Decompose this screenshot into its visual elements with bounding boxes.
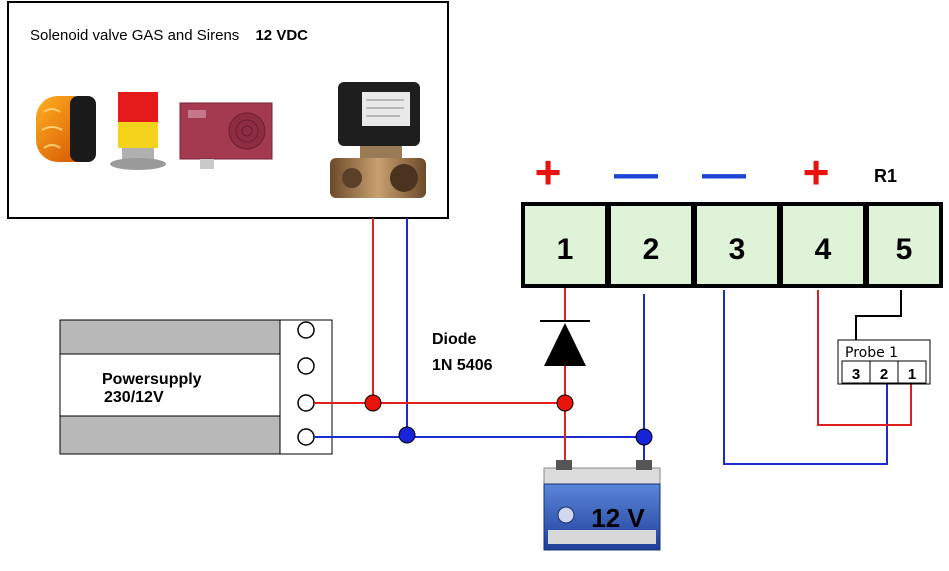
probe: Probe 1 3 2 1 <box>837 339 931 385</box>
devices-caption: Solenoid valve GAS and Sirens 12 VDC <box>30 27 308 44</box>
polarity-signs: + — — + <box>535 146 830 198</box>
terminal-1 <box>525 206 605 284</box>
ps-label-line2: 230/12V <box>104 389 164 406</box>
ps-terminal-3 <box>297 394 315 412</box>
terminal-block: 1 2 3 4 5 <box>521 202 943 288</box>
svg-text:—: — <box>614 149 658 198</box>
diode-symbol <box>540 320 590 366</box>
siren-box-icon <box>179 102 273 169</box>
probe-pin-2: 2 <box>880 366 888 383</box>
ps-terminal-2 <box>297 357 315 375</box>
battery-label: 12 V <box>591 503 645 533</box>
wires <box>314 218 912 466</box>
gas-valve-icon <box>330 82 426 198</box>
terminal-block-label: R1 <box>874 166 897 186</box>
probe-pin-1: 1 <box>908 366 916 383</box>
terminal-5 <box>869 206 939 284</box>
terminal-2 <box>611 206 691 284</box>
terminal-1-label: 1 <box>557 233 574 266</box>
svg-text:—: — <box>702 149 746 198</box>
probe-pin-3: 3 <box>852 366 860 383</box>
stack-light-icon <box>110 92 166 170</box>
terminal-3 <box>697 206 777 284</box>
svg-text:+: + <box>803 146 830 198</box>
ps-label-line1: Powersupply <box>102 371 202 388</box>
probe-title: Probe 1 <box>845 345 898 361</box>
terminal-5-label: 5 <box>896 233 913 266</box>
power-supply: Powersupply 230/12V <box>59 319 333 455</box>
battery: 12 V <box>543 460 661 551</box>
ps-terminal-4 <box>297 428 315 446</box>
terminal-4-label: 4 <box>815 233 832 266</box>
diode-label-line1: Diode <box>432 331 477 348</box>
terminal-2-label: 2 <box>643 233 660 266</box>
terminal-4 <box>783 206 863 284</box>
svg-text:+: + <box>535 146 562 198</box>
terminal-3-label: 3 <box>729 233 746 266</box>
orange-beacon-icon <box>36 96 96 162</box>
ps-terminal-1 <box>297 321 315 339</box>
junction-dots <box>364 394 653 446</box>
diode-label-line2: 1N 5406 <box>432 357 493 374</box>
